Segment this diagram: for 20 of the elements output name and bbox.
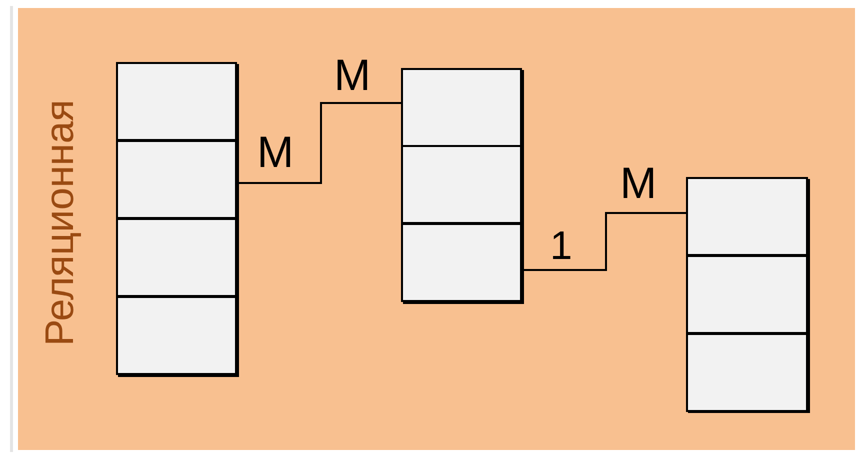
table-row xyxy=(116,62,237,141)
table-box xyxy=(403,70,524,304)
cardinality-label: M xyxy=(334,54,371,98)
vertical-title: Реляционная xyxy=(40,100,80,346)
table-row xyxy=(401,145,522,224)
table-row xyxy=(116,140,237,219)
cardinality-label: M xyxy=(620,162,657,206)
table-row xyxy=(401,68,522,147)
cardinality-label: M xyxy=(257,131,294,175)
table-row xyxy=(116,296,237,375)
table-row xyxy=(686,177,808,256)
cardinality-label: 1 xyxy=(550,226,572,266)
connector-line xyxy=(524,212,688,271)
table-row xyxy=(686,333,808,412)
table-row xyxy=(401,223,522,302)
table-box xyxy=(118,64,239,377)
table-row xyxy=(116,218,237,297)
table-box xyxy=(688,179,810,413)
connector-line xyxy=(239,102,403,184)
table-row xyxy=(686,255,808,334)
